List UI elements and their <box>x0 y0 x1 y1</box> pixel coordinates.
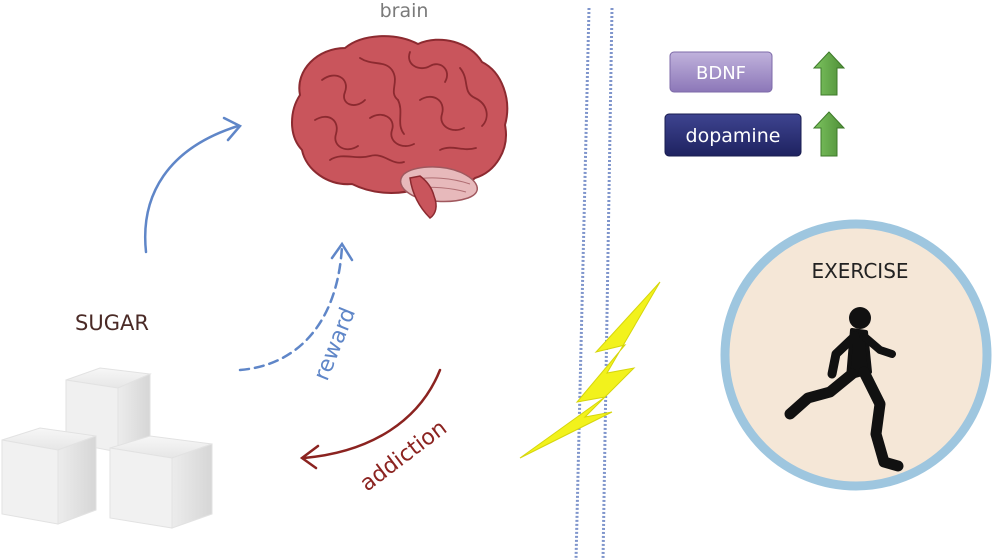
divider-lines <box>574 7 614 560</box>
dopamine-badge: dopamine <box>664 113 802 157</box>
addiction-label: addiction <box>356 416 452 497</box>
bdnf-up-arrow-icon <box>812 51 846 96</box>
bdnf-label: BDNF <box>696 63 746 84</box>
lightning-icon <box>519 281 661 459</box>
runner-icon <box>784 307 904 472</box>
sugar-label: SUGAR <box>75 311 149 335</box>
exercise-label: EXERCISE <box>811 259 908 283</box>
dopamine-up-arrow-icon <box>812 111 846 157</box>
reward-label: reward <box>309 304 361 384</box>
brain-icon <box>291 35 509 219</box>
addiction-arrow <box>299 368 442 470</box>
sugar-cubes-icon <box>1 367 213 529</box>
reward-arrow <box>238 241 354 372</box>
bdnf-badge: BDNF <box>669 51 773 93</box>
dopamine-label: dopamine <box>686 125 781 147</box>
sugar-to-brain-arrow <box>143 116 242 254</box>
brain-label: brain <box>380 0 429 22</box>
